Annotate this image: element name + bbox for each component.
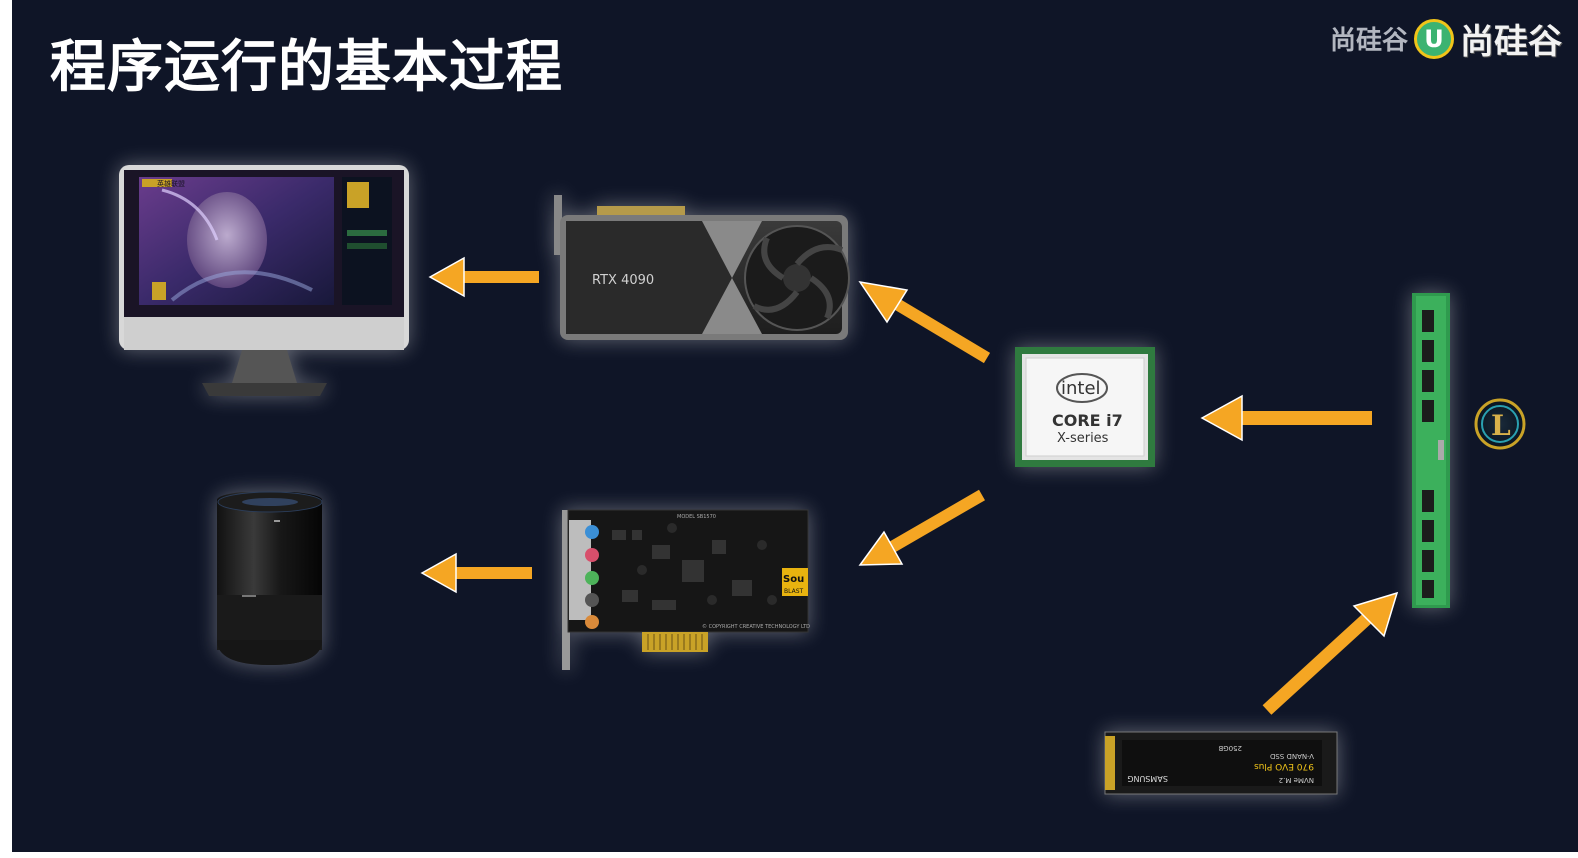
process-diagram: 英雄联盟 RTX 4090: [119, 165, 1526, 795]
ssd-m2: SAMSUNG 970 EVO Plus V-NAND SSD NVMe M.2…: [1104, 731, 1338, 795]
sound-card-brand2: BLAST: [784, 588, 804, 595]
sound-card-model: MODEL SB1570: [677, 514, 716, 520]
sound-card-copyright: © COPYRIGHT CREATIVE TECHNOLOGY LTD: [702, 623, 810, 630]
ssd-brand: SAMSUNG: [1127, 774, 1168, 783]
sound-card-brand: Sou: [783, 574, 804, 585]
sound-card: Sou BLAST MODEL SB1570 © COPYRIGHT CREAT…: [562, 509, 810, 670]
game-icon-letter: L: [1491, 409, 1511, 442]
brand-small-text: 尚硅谷: [1329, 26, 1408, 56]
gpu-label: RTX 4090: [592, 273, 654, 288]
monitor-game-title: 英雄联盟: [157, 179, 185, 188]
ssd-capacity: 250GB: [1218, 744, 1242, 752]
cpu-line2: X-series: [1057, 431, 1109, 446]
arrow-cpu-to-gpu: [858, 280, 991, 364]
cpu-line1: CORE i7: [1052, 411, 1123, 430]
arrow-ram-to-cpu: [1200, 394, 1372, 442]
cpu-brand: intel: [1061, 378, 1101, 399]
gpu-rtx4090: RTX 4090: [554, 195, 850, 340]
brand-logo-icon: U: [1414, 18, 1454, 59]
ssd-type: V-NAND SSD: [1270, 752, 1314, 760]
cpu-intel-core-i7: intel CORE i7 X-series: [1015, 347, 1155, 467]
page-title: 程序运行的基本过程: [50, 35, 563, 100]
slide: 程序运行的基本过程 尚硅谷 U 尚硅谷: [12, 0, 1578, 852]
game-icon: L: [1474, 398, 1526, 450]
ssd-iface: NVMe M.2: [1279, 776, 1314, 784]
ssd-model: 970 EVO Plus: [1254, 761, 1314, 771]
brand-watermark: 尚硅谷 U 尚硅谷: [1330, 14, 1562, 63]
arrow-cpu-to-soundcard: [858, 489, 986, 566]
speaker: [217, 491, 323, 665]
arrow-ssd-to-ram: [1262, 591, 1399, 715]
ram-stick: [1412, 293, 1450, 608]
arrow-soundcard-to-speaker: [420, 552, 532, 594]
monitor: 英雄联盟: [119, 165, 409, 396]
arrow-gpu-to-monitor: [428, 256, 539, 298]
brand-big-text: 尚硅谷: [1460, 22, 1562, 62]
